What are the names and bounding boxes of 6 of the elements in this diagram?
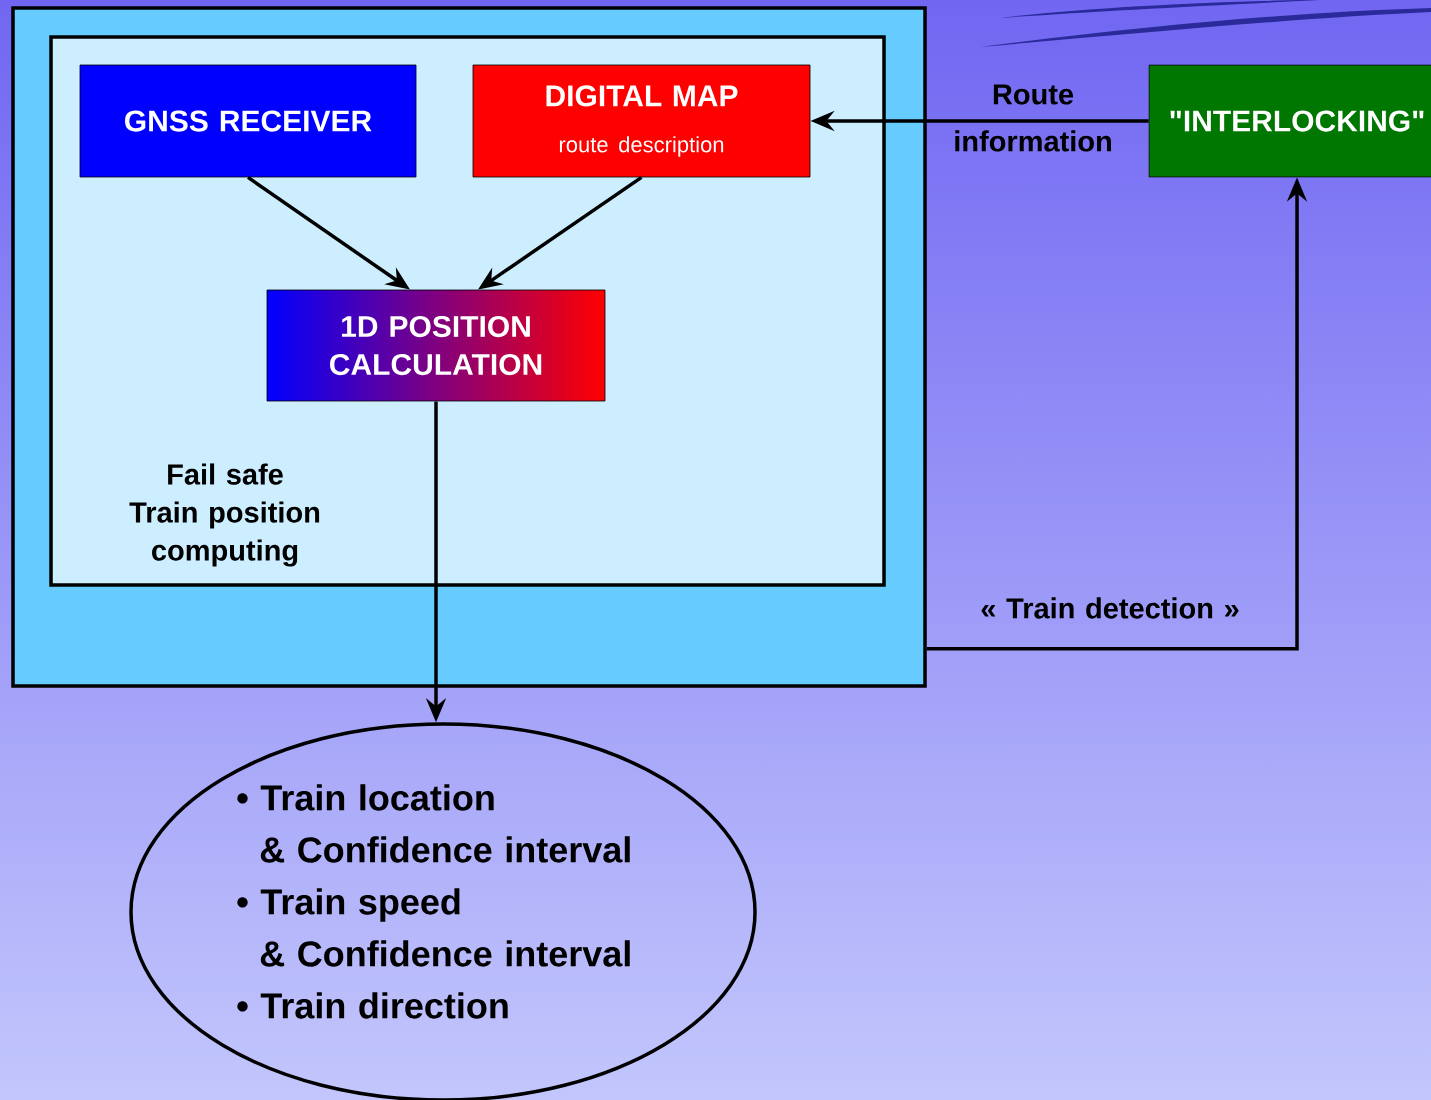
process-box: 1D POSITION CALCULATION [266,289,606,402]
edge-label: Route information [955,84,1111,152]
process-box: "INTERLOCKING" [1148,64,1431,178]
process-box: GNSS RECEIVER [79,64,417,178]
edge-label: « Train detection » [981,597,1239,619]
process-box: DIGITAL MAP route description [472,64,811,178]
